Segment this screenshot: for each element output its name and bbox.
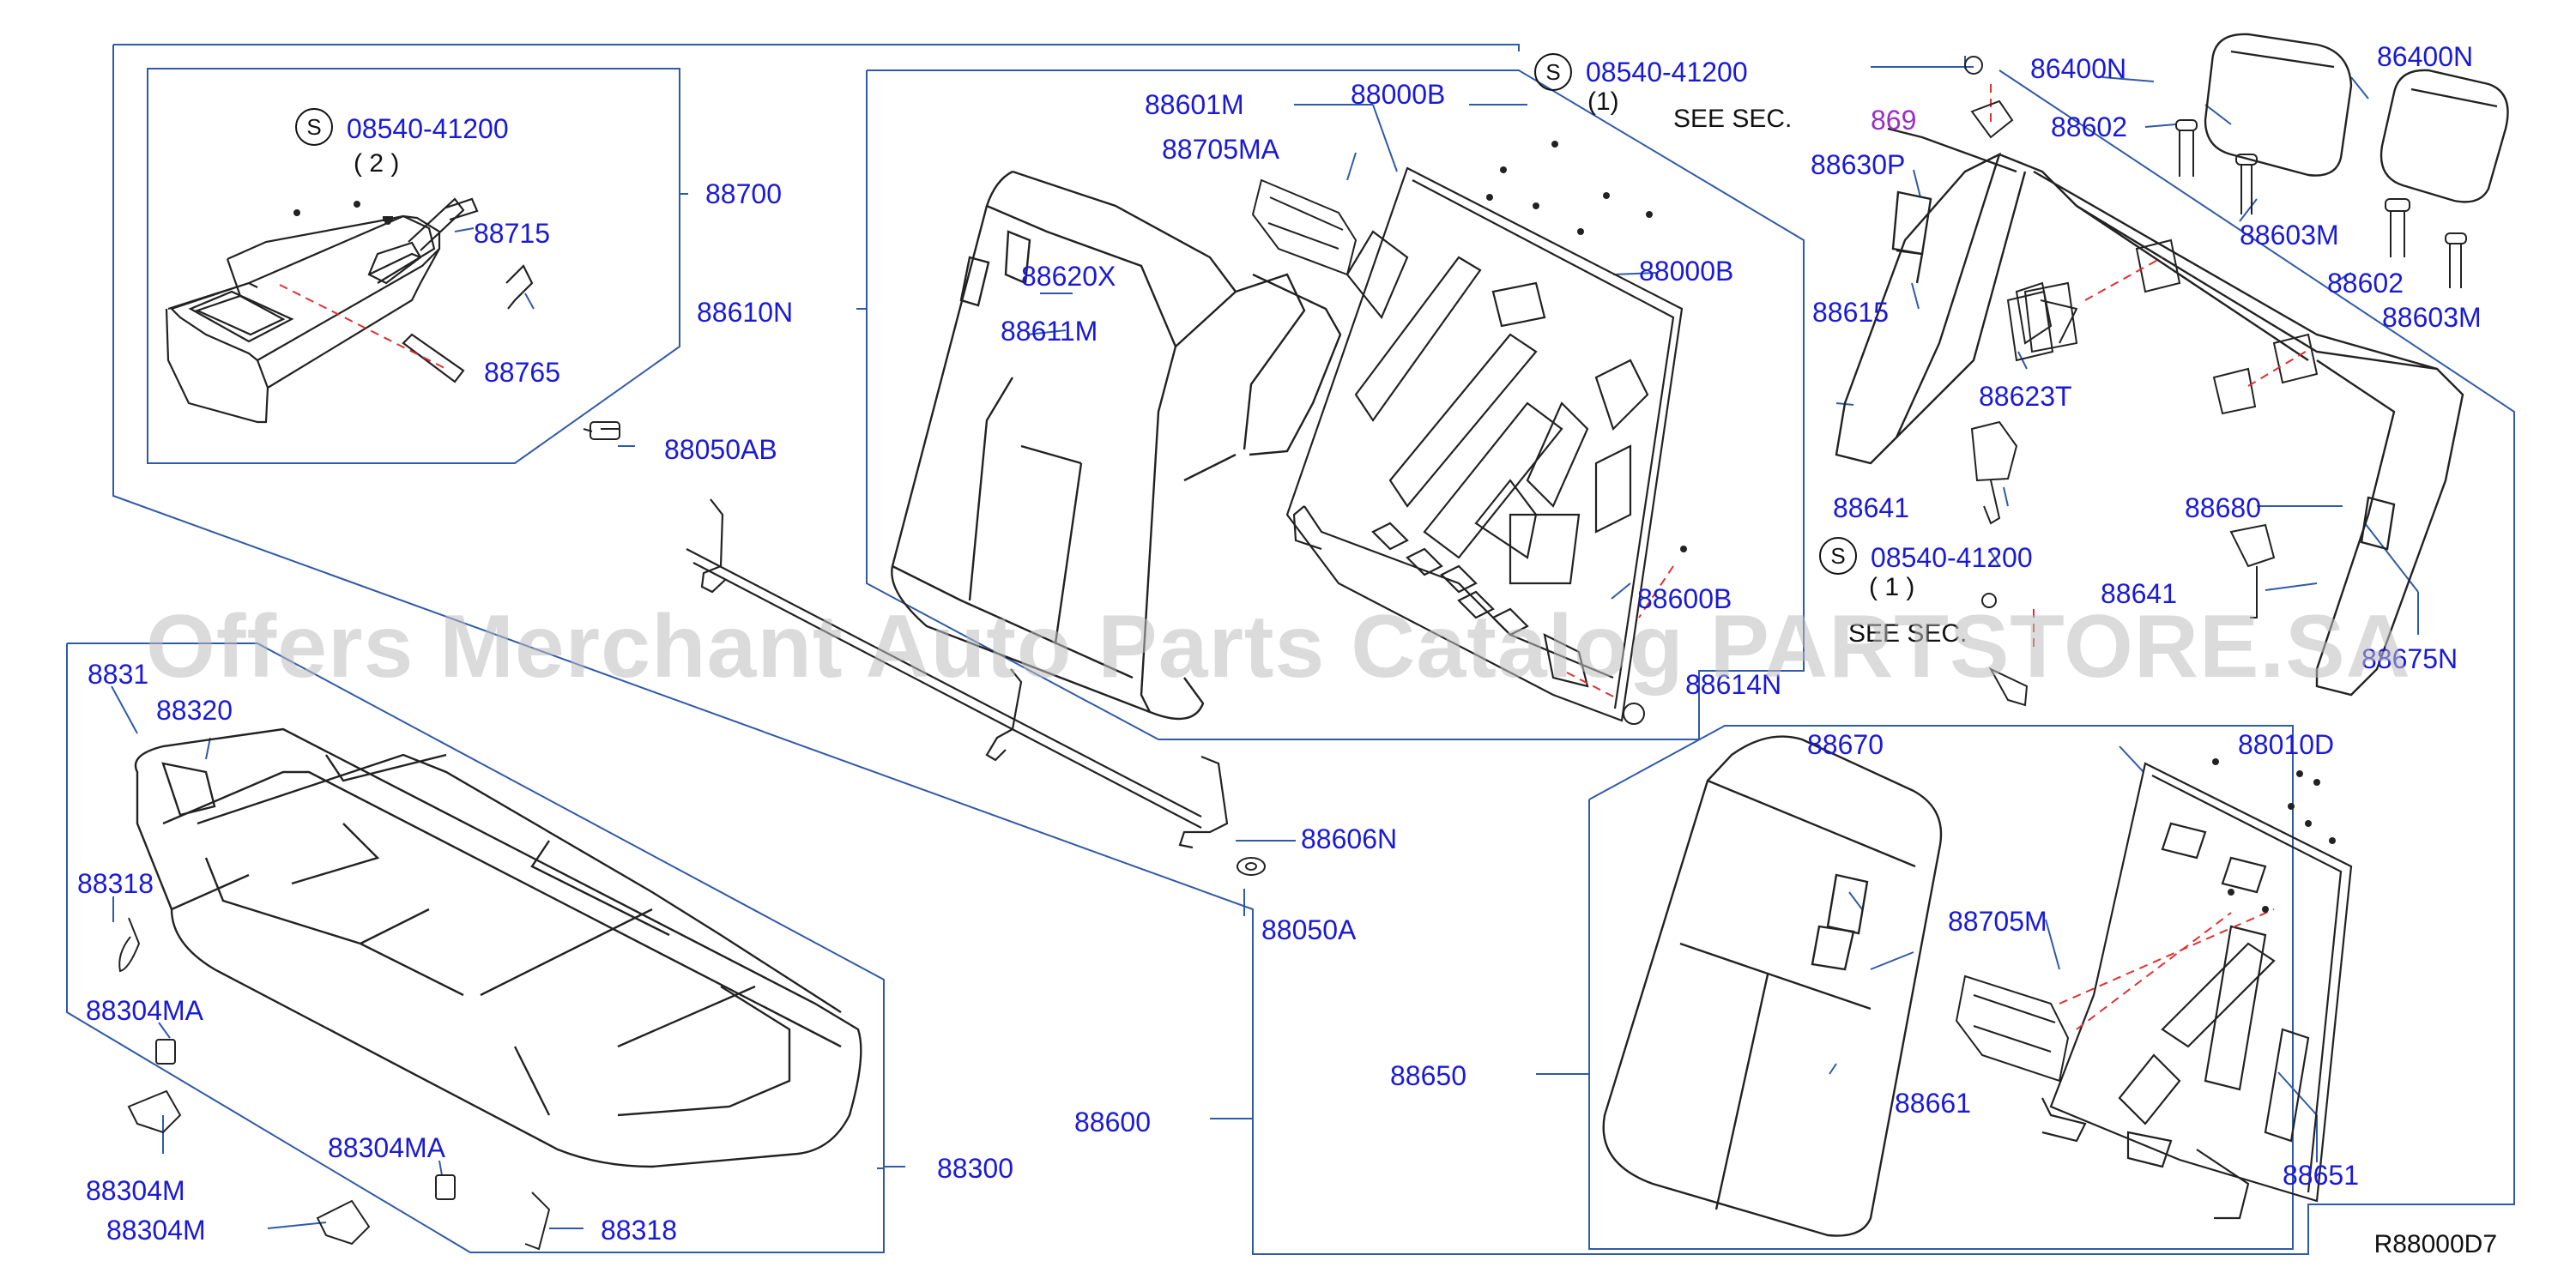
part-label-88300[interactable]: 88300 <box>937 1153 1013 1184</box>
s-symbol-circle: S <box>1819 537 1857 575</box>
part-label-88630P[interactable]: 88630P <box>1811 149 1906 180</box>
headrest-left <box>2204 33 2353 177</box>
s-symbol-circle: S <box>295 108 333 146</box>
part-label-88320[interactable]: 88320 <box>156 695 233 726</box>
back-frame-88000B <box>1285 166 1684 722</box>
s-symbol-circle: S <box>1534 53 1572 91</box>
part-label-88705MA[interactable]: 88705MA <box>1162 134 1279 165</box>
part-label-88620X[interactable]: 88620X <box>1021 261 1116 292</box>
part-label-88670[interactable]: 88670 <box>1807 729 1884 760</box>
part-label-88661[interactable]: 88661 <box>1895 1088 1971 1119</box>
right-back-screws <box>2212 758 2336 913</box>
part-label-88765[interactable]: 88765 <box>484 357 560 388</box>
right-back-cushion <box>1602 735 1943 1237</box>
part-label-8831[interactable]: 8831 <box>88 659 149 690</box>
part-label-88715[interactable]: 88715 <box>474 218 550 249</box>
part-label-88600[interactable]: 88600 <box>1074 1107 1151 1137</box>
part-label-88304MA-a[interactable]: 88304MA <box>86 995 203 1026</box>
part-label-88610N[interactable]: 88610N <box>697 297 794 328</box>
cushion-clips <box>118 917 551 1251</box>
seat-cushion <box>134 727 862 1168</box>
part-label-88680[interactable]: 88680 <box>2185 492 2261 523</box>
part-label-88318-a[interactable]: 88318 <box>77 868 154 899</box>
bolt-88050AB <box>583 421 620 440</box>
clip-88614N <box>1623 703 1645 725</box>
screw-ref-2-qty: (1) <box>1587 87 1619 116</box>
part-label-88304M-a[interactable]: 88304M <box>86 1175 185 1206</box>
rear-back-brackets <box>2015 238 2319 415</box>
right-back-frame-88651 <box>2041 762 2353 1220</box>
seat-back-drawing <box>891 170 1342 721</box>
part-label-88304MA-b[interactable]: 88304MA <box>328 1132 445 1163</box>
hinge-88705M <box>1955 974 2070 1083</box>
part-label-88603M-b[interactable]: 88603M <box>2382 302 2482 333</box>
armrest-dash-lines <box>279 284 447 370</box>
part-label-88602-b[interactable]: 88602 <box>2327 268 2404 299</box>
screw-ref-1-qty: ( 2 ) <box>354 149 400 178</box>
screw-ref-3-qty: ( 1 ) <box>1869 573 1915 601</box>
part-label-88602-a[interactable]: 88602 <box>2051 112 2127 142</box>
part-label-88641-b[interactable]: 88641 <box>2101 578 2177 609</box>
bracket-bar-88606N <box>686 498 1229 849</box>
headrest-right <box>2379 69 2509 203</box>
part-label-88050AB[interactable]: 88050AB <box>664 434 777 465</box>
part-label-88600B[interactable]: 88600B <box>1637 583 1732 614</box>
part-label-88611M[interactable]: 88611M <box>1001 316 1098 347</box>
part-label-88010D[interactable]: 88010D <box>2238 729 2335 760</box>
diagram-code: R88000D7 <box>2373 1230 2497 1258</box>
part-label-86400N-a[interactable]: 86400N <box>2030 53 2127 84</box>
part-label-88650[interactable]: 88650 <box>1390 1060 1466 1091</box>
part-label-88675N[interactable]: 88675N <box>2361 643 2458 674</box>
part-label-88700[interactable]: 88700 <box>705 178 782 209</box>
part-label-86400N-b[interactable]: 86400N <box>2377 41 2474 72</box>
part-label-88614N[interactable]: 88614N <box>1685 669 1782 700</box>
clip-869 <box>1964 56 2029 707</box>
clip-88050A <box>1237 857 1266 876</box>
hinge-88705MA <box>1251 178 1358 276</box>
headrest-guides <box>2175 119 2467 288</box>
part-label-88651[interactable]: 88651 <box>2283 1160 2359 1191</box>
part-label-88601M[interactable]: 88601M <box>1145 89 1244 120</box>
see-sec-2: SEE SEC. <box>1848 619 1968 648</box>
part-label-88623T[interactable]: 88623T <box>1979 381 2072 412</box>
latch-88641 <box>1970 420 2276 618</box>
see-sec-1: SEE SEC. <box>1673 105 1793 133</box>
rear-back-lock-88623T <box>2006 290 2054 362</box>
screw-ref-3-part[interactable]: 08540-41200 <box>1871 542 2033 573</box>
back-frame-screws <box>1486 141 1687 552</box>
part-label-88000B-mid[interactable]: 88000B <box>1639 256 1734 287</box>
see-sec-ref-869[interactable]: 869 <box>1871 105 1917 136</box>
rear-back-frame <box>1835 127 2464 697</box>
part-label-88050A[interactable]: 88050A <box>1261 914 1357 945</box>
back-frame-dash <box>1566 565 1674 697</box>
part-label-88615[interactable]: 88615 <box>1812 297 1889 328</box>
screw-ref-1-part[interactable]: 08540-41200 <box>347 113 509 144</box>
part-label-88641-a[interactable]: 88641 <box>1833 492 1909 523</box>
part-label-88304M-b[interactable]: 88304M <box>106 1215 206 1246</box>
group-frames <box>66 44 2515 1255</box>
part-label-88705M[interactable]: 88705M <box>1948 906 2047 937</box>
part-label-88606N[interactable]: 88606N <box>1301 824 1398 854</box>
part-label-88000B-top[interactable]: 88000B <box>1351 79 1446 110</box>
part-label-88318-b[interactable]: 88318 <box>601 1215 677 1246</box>
part-label-88603M-a[interactable]: 88603M <box>2240 220 2339 250</box>
screw-ref-2-part[interactable]: 08540-41200 <box>1586 57 1748 87</box>
leader-lines <box>111 56 2419 1229</box>
right-back-dash <box>2059 908 2275 1030</box>
armrest-screws <box>293 201 393 225</box>
